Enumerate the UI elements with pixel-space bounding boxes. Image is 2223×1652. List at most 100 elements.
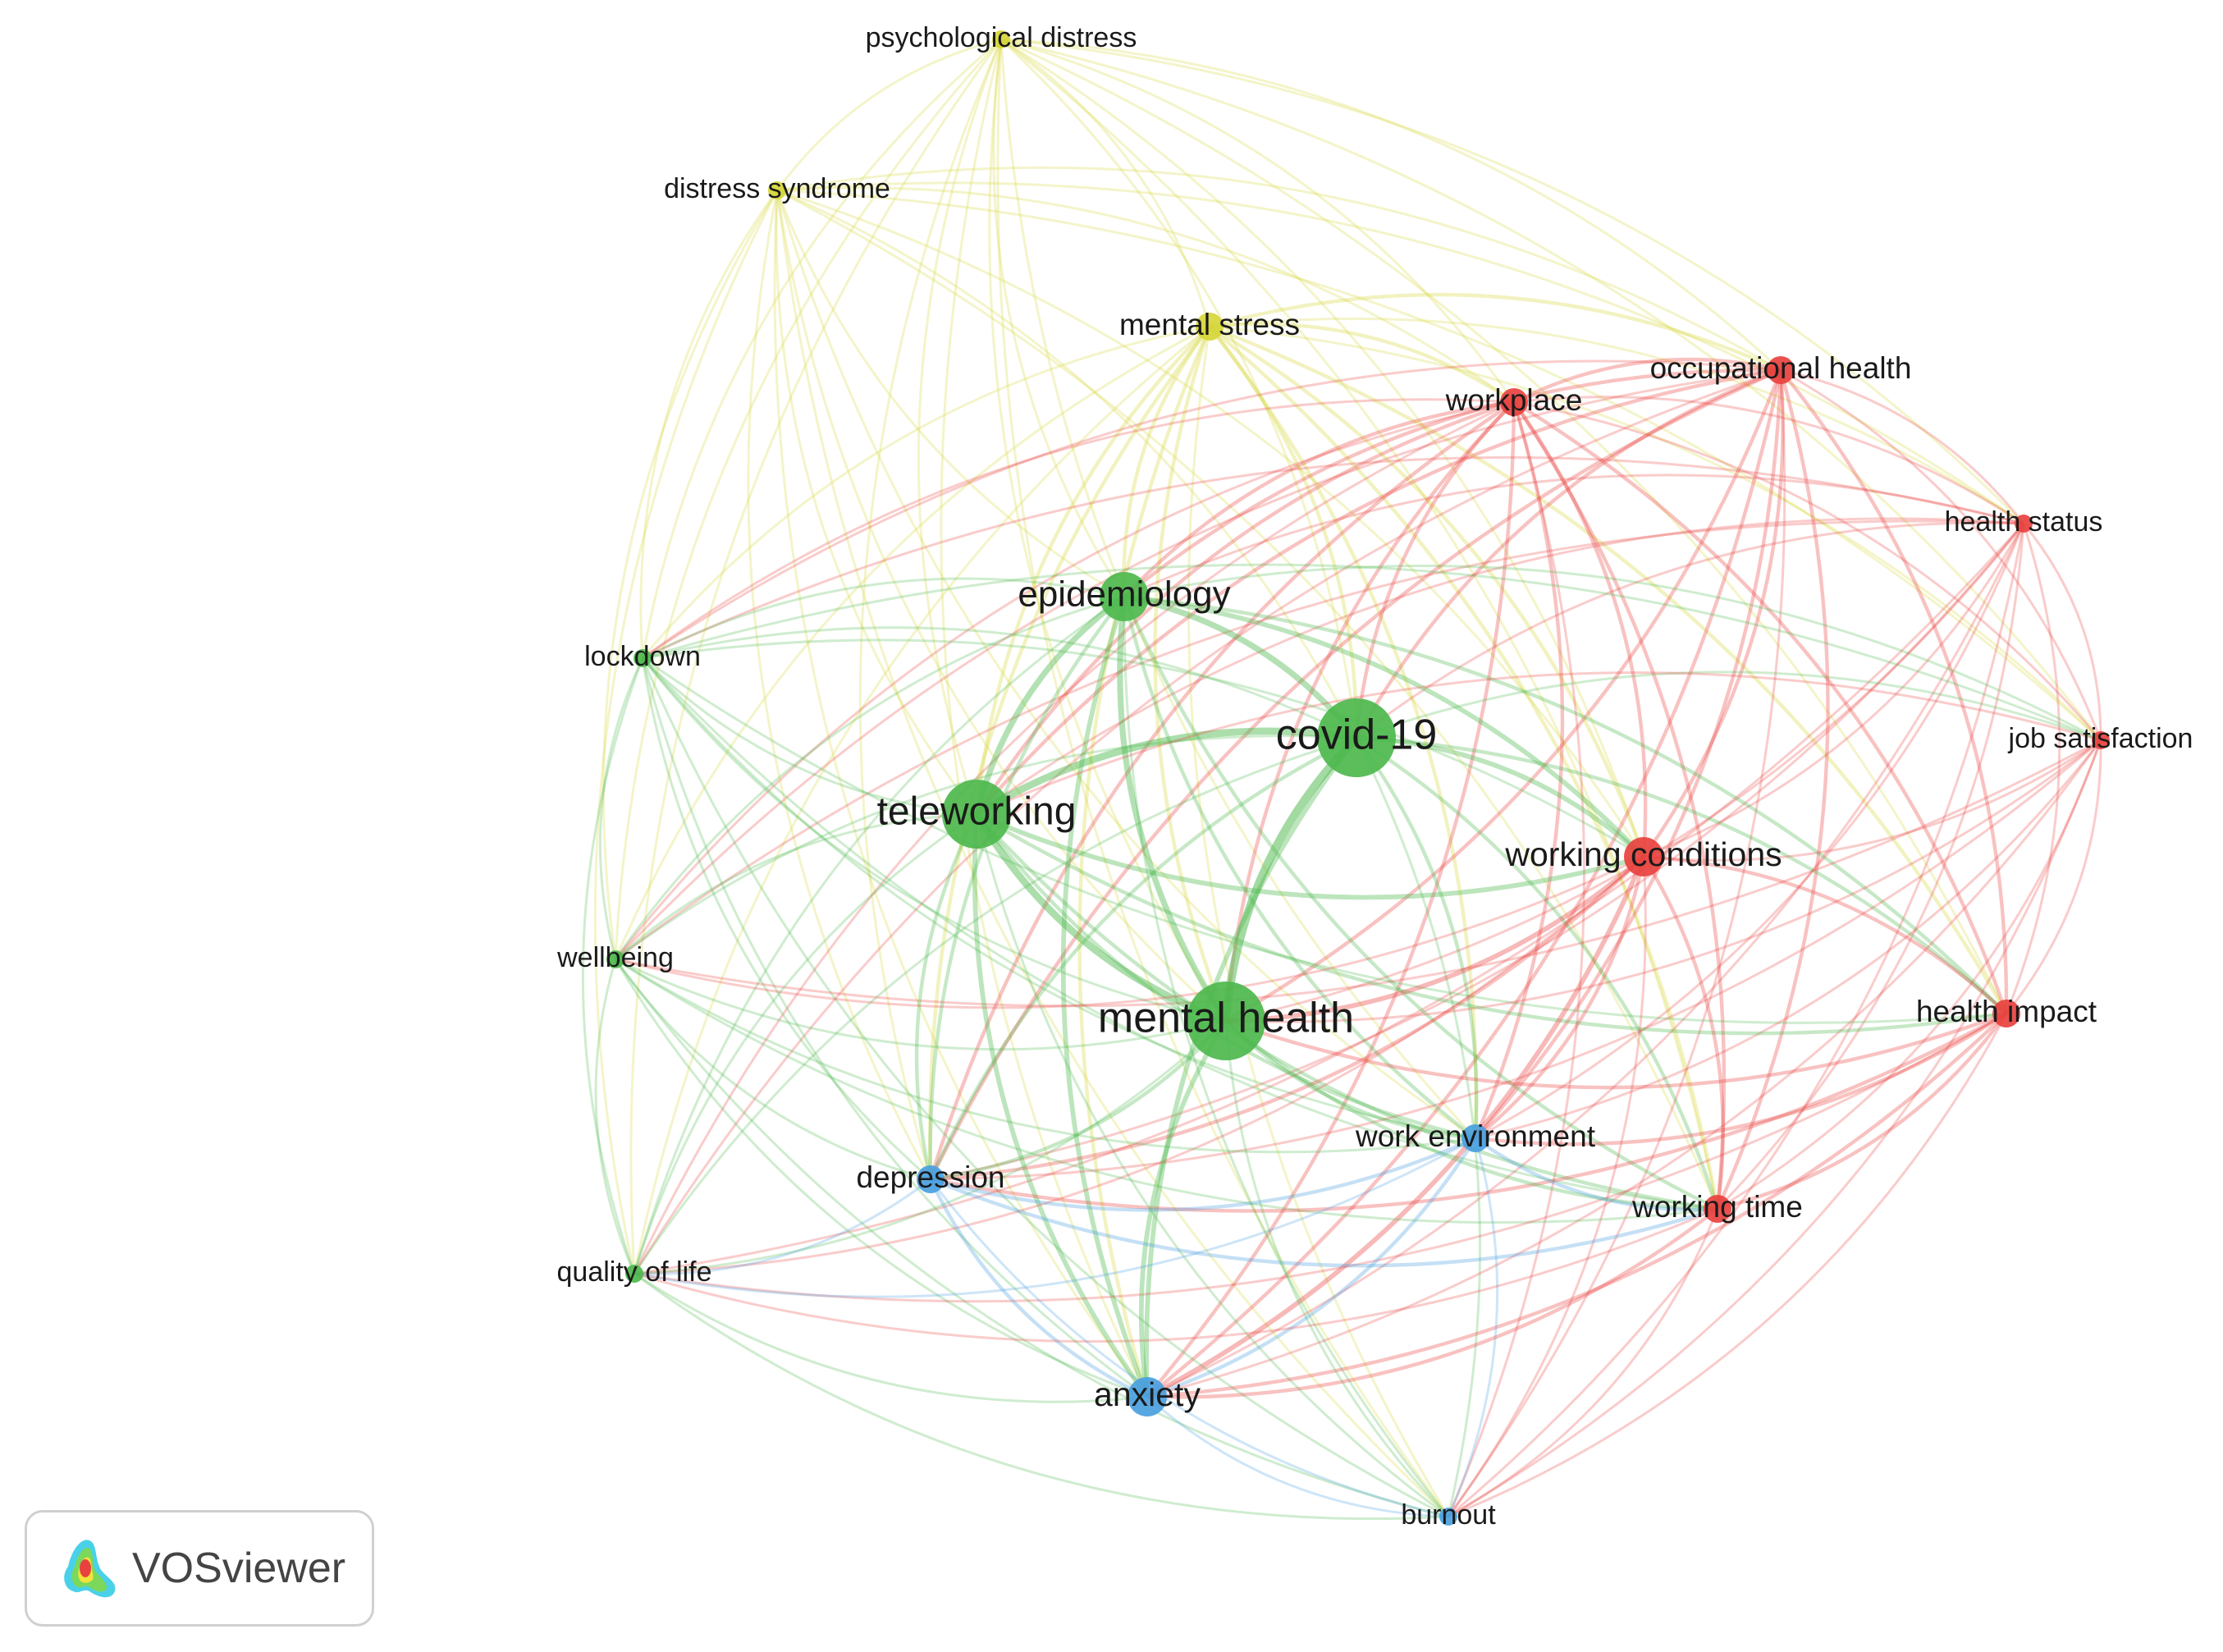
node-work-environment[interactable]: [1461, 1124, 1489, 1152]
network-nodes: [606, 30, 2110, 1526]
link-psychological-distress-quality-of-life: [629, 39, 1003, 1274]
link-lockdown-burnout: [641, 657, 1449, 1518]
node-burnout[interactable]: [1439, 1508, 1457, 1526]
link-health-status-working-time: [1716, 523, 2025, 1210]
link-health-impact-quality-of-life: [634, 1012, 2007, 1303]
link-mental-health-depression: [930, 1019, 1228, 1182]
node-working-conditions[interactable]: [1624, 837, 1663, 876]
label-working-time[interactable]: working time: [1631, 1190, 1803, 1224]
link-anxiety-burnout: [1146, 1395, 1449, 1518]
node-anxiety[interactable]: [1128, 1377, 1167, 1416]
link-psychological-distress-mental-health: [988, 39, 1228, 1022]
label-job-satisfaction[interactable]: job satisfaction: [2008, 723, 2193, 754]
link-health-status-mental-health: [1225, 523, 2025, 1023]
link-psychological-distress-burnout: [996, 39, 1450, 1517]
label-depression[interactable]: depression: [856, 1160, 1004, 1194]
link-wellbeing-mental-health: [615, 958, 1227, 1051]
link-working-conditions-health-impact: [1643, 854, 2008, 1015]
link-mental-stress-mental-health: [1153, 326, 1228, 1022]
link-occupational-health-health-status: [1780, 368, 2025, 524]
link-covid-19-burnout: [1355, 737, 1482, 1517]
node-distress-syndrome[interactable]: [768, 181, 786, 199]
node-mental-health[interactable]: [1187, 982, 1265, 1060]
link-psychological-distress-covid-19: [999, 38, 1358, 739]
link-quality-of-life-burnout: [634, 1272, 1449, 1521]
link-distress-syndrome-workplace: [776, 186, 1515, 404]
link-workplace-quality-of-life: [633, 400, 1515, 1274]
link-depression-working-time: [930, 1177, 1718, 1268]
link-workplace-health-impact: [1512, 400, 2009, 1014]
node-teleworking[interactable]: [942, 780, 1011, 849]
label-burnout[interactable]: burnout: [1401, 1499, 1496, 1531]
label-covid-19[interactable]: covid-19: [1276, 712, 1438, 759]
label-health-status[interactable]: health status: [1945, 506, 2103, 538]
node-covid-19[interactable]: [1317, 698, 1396, 777]
link-occupational-health-burnout: [1447, 369, 1786, 1517]
label-epidemiology[interactable]: epidemiology: [1018, 574, 1230, 615]
link-health-status-working-conditions: [1643, 523, 2025, 858]
link-job-satisfaction-health-impact: [2005, 739, 2102, 1014]
link-lockdown-anxiety: [641, 657, 1148, 1398]
node-workplace[interactable]: [1500, 388, 1528, 416]
link-job-satisfaction-working-time: [1717, 739, 2102, 1210]
link-mental-stress-lockdown: [641, 325, 1210, 659]
label-workplace[interactable]: workplace: [1445, 383, 1583, 417]
link-occupational-health-quality-of-life: [633, 368, 1782, 1274]
link-workplace-health-status: [1513, 396, 2024, 525]
label-quality-of-life[interactable]: quality of life: [557, 1256, 712, 1288]
link-covid-19-work-environment: [1355, 736, 1479, 1139]
label-mental-health[interactable]: mental health: [1098, 995, 1354, 1042]
label-health-impact[interactable]: health impact: [1916, 995, 2097, 1028]
label-work-environment[interactable]: work environment: [1355, 1119, 1596, 1153]
link-epidemiology-lockdown: [642, 577, 1125, 660]
link-mental-stress-work-environment: [1208, 325, 1478, 1139]
link-lockdown-covid-19: [642, 626, 1357, 739]
link-mental-stress-covid-19: [1208, 325, 1359, 739]
link-teleworking-mental-health: [973, 812, 1228, 1025]
label-psychological-distress[interactable]: psychological distress: [866, 22, 1137, 53]
link-psychological-distress-wellbeing: [614, 38, 1003, 960]
node-working-time[interactable]: [1704, 1195, 1731, 1223]
label-mental-stress[interactable]: mental stress: [1119, 308, 1300, 341]
label-working-conditions[interactable]: working conditions: [1504, 835, 1782, 873]
node-job-satisfaction[interactable]: [2092, 731, 2110, 749]
label-distress-syndrome[interactable]: distress syndrome: [664, 173, 890, 204]
link-health-impact-anxiety: [1146, 1012, 2008, 1399]
label-teleworking[interactable]: teleworking: [877, 790, 1077, 834]
node-depression[interactable]: [917, 1165, 945, 1193]
link-health-impact-depression: [930, 1012, 2008, 1213]
node-health-status[interactable]: [2015, 515, 2033, 533]
link-occupational-health-lockdown: [642, 359, 1782, 660]
node-mental-stress[interactable]: [1196, 313, 1224, 341]
link-wellbeing-depression: [614, 959, 931, 1181]
node-psychological-distress[interactable]: [992, 30, 1010, 48]
link-health-status-quality-of-life: [634, 522, 2025, 1275]
node-health-impact[interactable]: [1992, 1000, 2020, 1027]
link-lockdown-working-conditions: [642, 638, 1644, 858]
node-lockdown[interactable]: [634, 649, 652, 667]
link-job-satisfaction-burnout: [1448, 739, 2102, 1518]
label-occupational-health[interactable]: occupational health: [1650, 351, 1912, 385]
link-covid-19-working-conditions: [1356, 735, 1645, 859]
link-occupational-health-anxiety: [1146, 369, 1783, 1398]
link-occupational-health-health-impact: [1779, 368, 2009, 1014]
label-anxiety[interactable]: anxiety: [1094, 1375, 1201, 1413]
link-covid-19-anxiety: [1144, 736, 1359, 1398]
link-working-conditions-anxiety: [1146, 855, 1646, 1399]
link-teleworking-depression: [914, 813, 978, 1180]
link-psychological-distress-working-time: [1000, 38, 1719, 1210]
link-work-environment-burnout: [1447, 1137, 1499, 1517]
label-wellbeing[interactable]: wellbeing: [556, 942, 674, 973]
node-occupational-health[interactable]: [1767, 356, 1795, 384]
node-quality-of-life[interactable]: [625, 1265, 643, 1283]
node-wellbeing[interactable]: [606, 950, 624, 968]
link-workplace-epidemiology: [1123, 400, 1515, 598]
link-occupational-health-covid-19: [1355, 368, 1782, 739]
link-epidemiology-wellbeing: [614, 595, 1125, 960]
label-lockdown[interactable]: lockdown: [584, 641, 701, 672]
link-mental-stress-teleworking: [974, 325, 1211, 815]
link-mental-stress-workplace: [1209, 322, 1516, 404]
link-teleworking-work-environment: [975, 812, 1476, 1141]
link-health-status-work-environment: [1475, 523, 2025, 1140]
node-epidemiology[interactable]: [1100, 572, 1149, 621]
